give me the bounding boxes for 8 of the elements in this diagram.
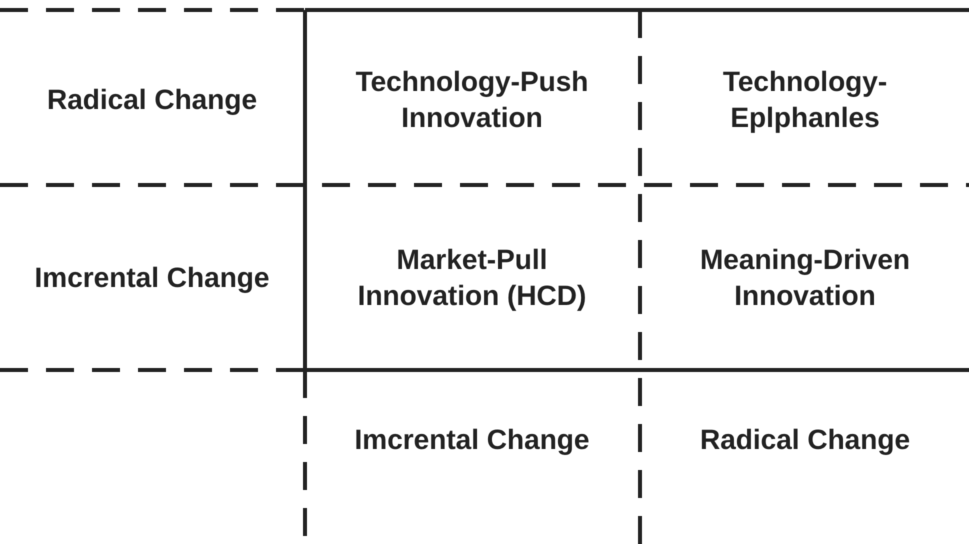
column-heading: Radical Change	[698, 423, 912, 457]
quadrant-label: Technology-Eplphanles	[722, 65, 888, 135]
column-heading: Imcrental Change	[354, 423, 590, 457]
quadrant-label: Market-Pull Innovation (HCD)	[356, 243, 588, 313]
quadrant-label: Meaning-Driven Innovation	[698, 243, 912, 313]
row-heading: Imcrental Change	[34, 261, 270, 295]
quadrant-label: Technology-Push Innovation	[354, 65, 590, 135]
row-heading: Radical Change	[46, 83, 258, 117]
